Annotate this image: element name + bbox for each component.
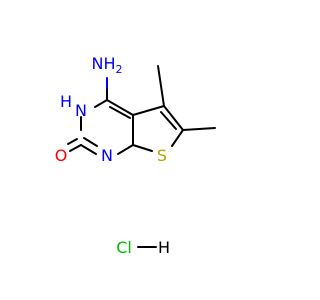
bond-c2-n1-double <box>83 137 98 147</box>
bond-c6-c5 <box>163 105 184 131</box>
atom-ring-n: N <box>101 146 113 165</box>
atom-oxygen: O <box>55 146 68 165</box>
amine-h-label: H <box>103 54 115 73</box>
atom-sulfur: S <box>157 146 167 165</box>
bond-c5-methyl <box>157 65 165 107</box>
amine-n-label: N <box>92 54 104 73</box>
bond-c6-methyl <box>182 127 216 131</box>
bond-c7a-s <box>132 144 153 152</box>
structure-canvas: NH2 H N O N S Cl H <box>54 54 216 257</box>
atom-amine-n: NH2 <box>92 54 123 76</box>
bond-s-c6 <box>171 129 184 147</box>
bond-c4-c4a <box>106 99 134 116</box>
bond-n1-c7a <box>117 144 134 155</box>
bond-c4-c4a-double <box>109 106 131 119</box>
molecule-drawing: NH2 H N O N S Cl H <box>55 54 216 257</box>
atom-ring-h: H <box>60 92 72 111</box>
bond-c2-n1 <box>80 144 97 155</box>
bond-c4-n3 <box>94 99 108 108</box>
atom-ring-nh-n: N <box>75 101 87 120</box>
bond-c2-o-double <box>67 138 78 145</box>
atom-salt-hydrogen: H <box>158 238 170 257</box>
amine-subscript: 2 <box>116 63 123 76</box>
bond-c6-c5-double <box>160 111 177 130</box>
bond-c5-c4a <box>132 105 165 116</box>
bond-c2-o <box>69 144 82 152</box>
atom-chlorine: Cl <box>116 238 132 257</box>
